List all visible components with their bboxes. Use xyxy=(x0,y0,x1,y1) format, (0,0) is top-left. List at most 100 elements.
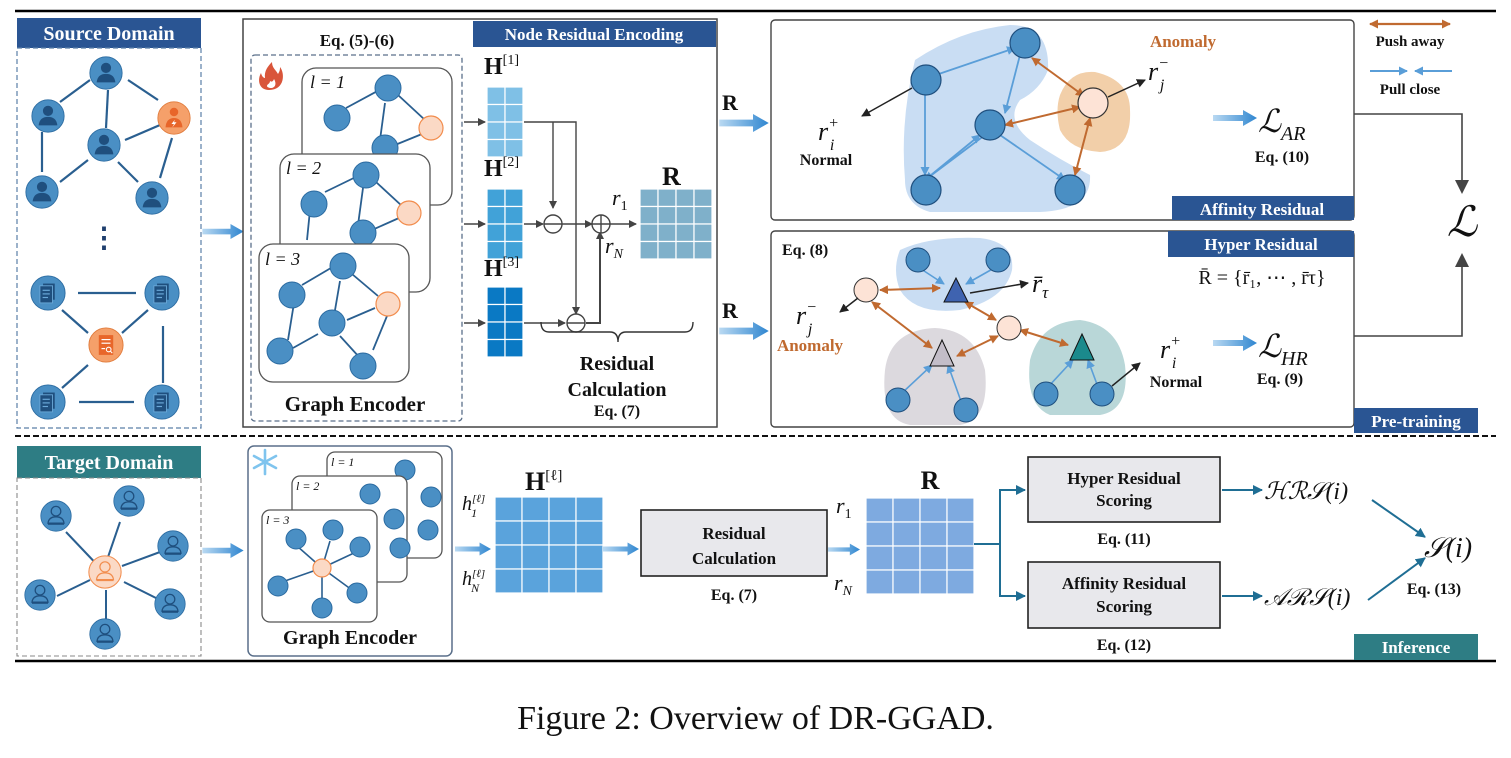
matrix-cell xyxy=(639,223,659,243)
ellipsis: ⋮ xyxy=(90,223,118,254)
layer-3-label: l = 3 xyxy=(265,249,300,269)
legend: Push away Pull close xyxy=(1369,19,1452,98)
matrix-cell xyxy=(639,188,659,208)
matrix-cell xyxy=(494,544,523,570)
svg-text:R: R xyxy=(921,466,940,495)
matrix-cell xyxy=(548,520,577,546)
matrix-cell xyxy=(504,86,524,106)
node-residual-encoding-panel: Node Residual Encoding Eq. (5)-(6) l = 1… xyxy=(242,18,718,428)
matrix-cell xyxy=(504,138,524,158)
h3-matrix: H[3] xyxy=(484,255,524,358)
hyper-center-triangle xyxy=(929,338,955,367)
anomalous-user-node-icon xyxy=(88,555,122,589)
matrix-cell xyxy=(946,521,975,547)
svg-text:H[2]: H[2] xyxy=(484,155,519,182)
matrix-cell xyxy=(946,497,975,523)
h1-matrix: H[1] xyxy=(484,53,524,158)
target-domain-panel: Target Domain xyxy=(16,446,202,657)
user-node-icon xyxy=(40,500,72,532)
flow-arrow-icon xyxy=(828,543,860,556)
matrix-cell xyxy=(865,497,894,523)
matrix-cell xyxy=(486,223,506,243)
matrix-cell xyxy=(494,568,523,594)
subtract-operator xyxy=(566,313,586,333)
matrix-cell xyxy=(919,521,948,547)
inference-r-matrix: R r1 rN xyxy=(834,466,975,599)
node-residual-encoding-label: Node Residual Encoding xyxy=(505,25,684,44)
frozen-graph-encoder: l = 1 l = 2 l = 3 Graph Encoder xyxy=(247,445,453,657)
svg-text:h[ℓ]1: h[ℓ]1 xyxy=(462,493,485,520)
matrix-cell xyxy=(548,568,577,594)
matrix-cell xyxy=(946,569,975,595)
r-j-minus: r−j xyxy=(1148,55,1169,94)
matrix-cell xyxy=(865,545,894,571)
affinity-residual-scoring-box: Affinity Residual Scoring Eq. (12) xyxy=(1027,561,1221,654)
normal-label: Normal xyxy=(1150,374,1203,391)
matrix-cell xyxy=(548,544,577,570)
hyper-residual-scoring-label: Hyper Residual xyxy=(1067,469,1181,488)
matrix-cell xyxy=(504,103,524,123)
hrs-score: ℋℛ𝒮(i) xyxy=(1264,479,1348,505)
flow-arrow-icon xyxy=(603,542,639,556)
matrix-cell xyxy=(504,223,524,243)
matrix-cell xyxy=(486,121,506,141)
graph-encoder-label: Graph Encoder xyxy=(283,627,417,649)
hyper-residual-panel: Hyper Residual R̄ = {r̄₁, ⋯ , r̄τ} Eq. (… xyxy=(770,230,1355,428)
sum-operator xyxy=(591,214,611,234)
anomaly-label: Anomaly xyxy=(777,336,844,355)
flow-arrow-icon xyxy=(202,224,244,239)
eq-9: Eq. (9) xyxy=(1257,371,1303,388)
eq-5-6: Eq. (5)-(6) xyxy=(320,31,395,50)
matrix-cell xyxy=(486,321,506,341)
affinity-residual-scoring-label: Scoring xyxy=(1096,597,1152,616)
affinity-residual-panel: Affinity Residual Anomaly r−j r+i Normal… xyxy=(770,19,1355,221)
matrix-cell xyxy=(919,569,948,595)
flow-arrow-icon xyxy=(455,542,491,556)
matrix-cell xyxy=(865,521,894,547)
user-node-icon xyxy=(113,485,145,517)
matrix-cell xyxy=(892,545,921,571)
flow-arrow-icon xyxy=(202,543,244,558)
hyper-center-triangle xyxy=(943,276,969,303)
r-input-label: R xyxy=(722,90,739,115)
svg-text:rN: rN xyxy=(834,570,853,599)
r-bar-set-formula: R̄ = {r̄₁, ⋯ , r̄τ} xyxy=(1198,267,1325,289)
matrix-cell xyxy=(504,286,524,306)
matrix-cell xyxy=(575,568,604,594)
r-input-label: R xyxy=(722,298,739,323)
dr-ggad-diagram: Source Domain ⋮ xyxy=(15,9,1496,663)
eq-12: Eq. (12) xyxy=(1097,637,1151,654)
anomalous-user-node-icon xyxy=(157,101,191,135)
total-loss: ℒ xyxy=(1447,200,1478,246)
anomaly-node xyxy=(996,315,1022,341)
matrix-cell xyxy=(675,188,695,208)
document-node-icon xyxy=(144,384,180,420)
matrix-cell xyxy=(486,188,506,208)
anomaly-label: Anomaly xyxy=(1150,32,1217,51)
layer-2-label: l = 2 xyxy=(286,158,321,178)
matrix-cell xyxy=(486,86,506,106)
matrix-cell xyxy=(946,545,975,571)
matrix-cell xyxy=(504,188,524,208)
svg-text:H[3]: H[3] xyxy=(484,255,519,282)
r-i-plus: r+i xyxy=(1160,333,1181,372)
residual-calculation-label: Calculation xyxy=(692,549,777,568)
legend-pull-close: Pull close xyxy=(1380,82,1441,98)
matrix-cell xyxy=(675,240,695,260)
matrix-cell xyxy=(548,496,577,522)
matrix-cell xyxy=(892,569,921,595)
matrix-cell xyxy=(486,205,506,225)
matrix-cell xyxy=(504,338,524,358)
affinity-residual-scoring-label: Affinity Residual xyxy=(1062,574,1186,593)
matrix-cell xyxy=(521,568,550,594)
matrix-cell xyxy=(693,205,713,225)
user-node-icon xyxy=(24,579,56,611)
user-node-icon xyxy=(89,618,121,650)
r-tau-bar: r̄τ xyxy=(1032,269,1049,302)
svg-text:H[1]: H[1] xyxy=(484,53,519,80)
matrix-cell xyxy=(521,496,550,522)
eq-11: Eq. (11) xyxy=(1097,531,1150,548)
document-node-icon xyxy=(144,275,180,311)
layer-2-label: l = 2 xyxy=(296,479,319,493)
matrix-cell xyxy=(494,520,523,546)
